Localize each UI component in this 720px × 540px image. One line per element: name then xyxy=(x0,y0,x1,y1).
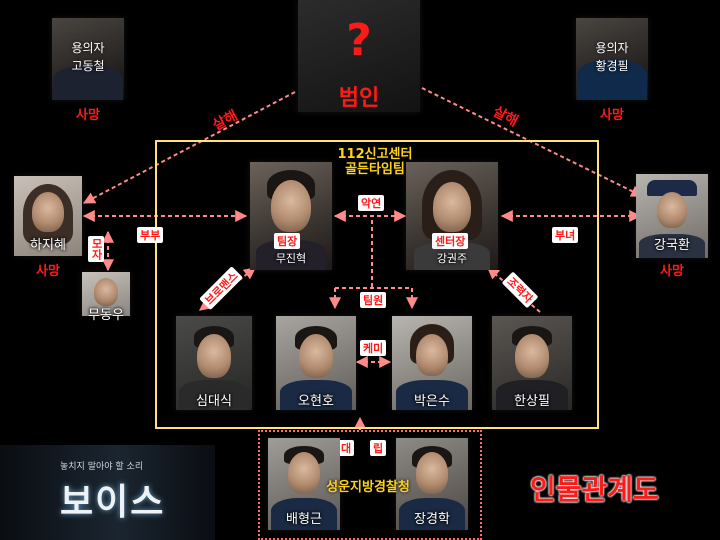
bad-relation-label: 악연 xyxy=(358,195,385,211)
murder-line-right xyxy=(421,87,644,197)
team-member-label: 팀원 xyxy=(360,292,387,308)
suspect-label-2: 용의자 xyxy=(595,41,629,55)
suspect-status-2: 사망 xyxy=(600,108,624,123)
member-name-simdaesik: 심대식 xyxy=(196,394,232,409)
hajihye-photo xyxy=(14,176,82,256)
kanggukhwan-status: 사망 xyxy=(660,264,684,279)
station-name-baehyeonggeun: 배형근 xyxy=(286,512,322,527)
logo-tagline: 놓치지 말아야 할 소리 xyxy=(60,462,144,472)
culprit-label: 범인 xyxy=(338,86,380,111)
team-title-line2: 골든타임팀 xyxy=(345,162,405,177)
station-name-janggyeonghak: 장경학 xyxy=(414,512,450,527)
bromance-line xyxy=(199,267,256,311)
center-chief-name: 강권주 xyxy=(436,252,468,265)
team-member-branch xyxy=(335,220,412,289)
member-photo-hansangpil xyxy=(492,316,572,410)
leader-name: 무진혁 xyxy=(275,252,307,265)
suspect-photo-hwanggyeongpil xyxy=(576,18,648,100)
member-photo-parkeunsu xyxy=(392,316,472,410)
father-daughter-label: 부녀 xyxy=(552,227,579,243)
leader-photo xyxy=(250,162,332,270)
police-station-box xyxy=(258,430,482,540)
murder-line-left xyxy=(82,91,296,204)
hajihye-name: 하지혜 xyxy=(30,238,66,253)
leader-role: 팀장 xyxy=(274,233,301,249)
team-title-line1: 112신고센터 xyxy=(337,147,413,162)
mother-son-label: 모자 xyxy=(88,236,104,262)
helper-line xyxy=(487,267,541,313)
kanggukhwan-photo xyxy=(636,174,708,258)
diagram-title: 인물관계도 xyxy=(530,473,659,506)
conflict-label-b: 립 xyxy=(370,440,387,456)
suspect-status-1: 사망 xyxy=(76,108,100,123)
center-chief-role: 센터장 xyxy=(432,233,469,249)
culprit-photo xyxy=(298,0,420,112)
station-photo-baehyeonggeun xyxy=(268,438,340,530)
suspect-name-2: 황경필 xyxy=(595,59,629,73)
suspect-name-1: 고동철 xyxy=(71,59,105,73)
member-name-ohyeonho: 오현호 xyxy=(298,394,334,409)
chemistry-label: 케미 xyxy=(360,340,387,356)
member-name-hansangpil: 한상필 xyxy=(514,394,550,409)
suspect-photo-godongcheol xyxy=(52,18,124,100)
show-logo: 놓치지 말아야 할 소리 보이스 xyxy=(0,445,215,540)
moodongwoo-photo xyxy=(82,272,130,316)
center-chief-photo xyxy=(406,162,498,270)
member-photo-ohyeonho xyxy=(276,316,356,410)
member-name-parkeunsu: 박은수 xyxy=(414,394,450,409)
logo-name: 보이스 xyxy=(60,482,166,523)
couple-label: 부부 xyxy=(137,227,164,243)
suspect-label-1: 용의자 xyxy=(71,41,105,55)
culprit-question-mark: ? xyxy=(346,15,372,66)
station-photo-janggyeonghak xyxy=(396,438,468,530)
hajihye-status: 사망 xyxy=(36,264,60,279)
police-station-label: 성운지방경찰청 xyxy=(326,480,410,495)
moodongwoo-name: 무동우 xyxy=(88,308,124,323)
conflict-label-a: 대 xyxy=(338,440,355,456)
kanggukhwan-name: 강국환 xyxy=(654,238,690,253)
member-photo-simdaesik xyxy=(176,316,252,410)
golden-time-team-box xyxy=(155,140,599,429)
